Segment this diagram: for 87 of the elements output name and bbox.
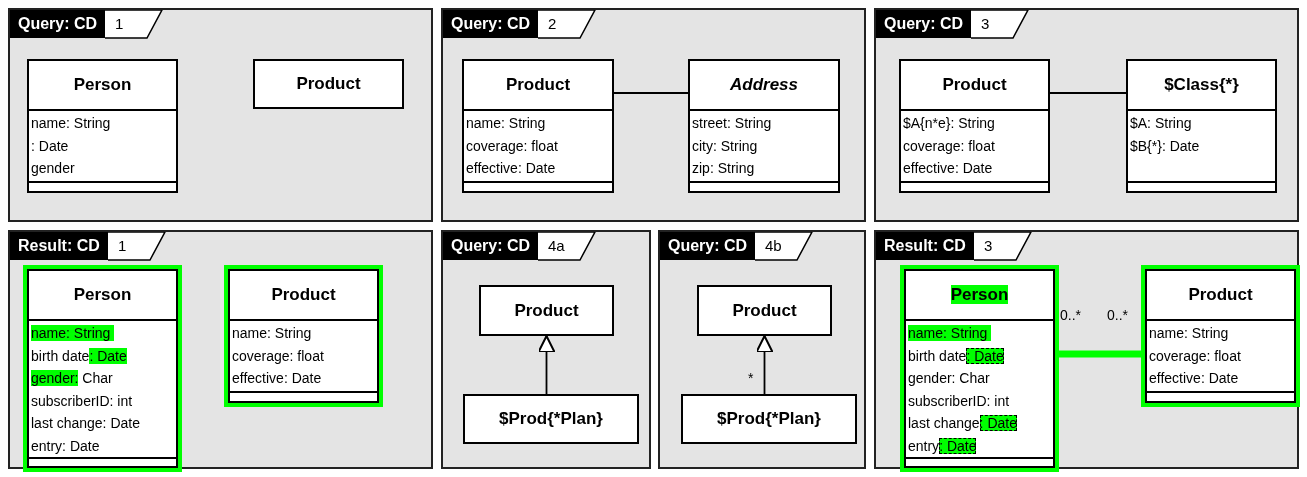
frame-label: Query: CD bbox=[10, 10, 106, 38]
class-name: $Prod{*Plan} bbox=[499, 409, 603, 429]
attribute-text: birth date: Date bbox=[908, 346, 1004, 366]
attribute-text: name: String bbox=[31, 114, 111, 133]
attribute-text: effective: Date bbox=[232, 369, 322, 388]
attribute-text: last change: Date bbox=[31, 414, 140, 433]
class-box bbox=[479, 285, 614, 336]
class-name: Product bbox=[732, 300, 797, 321]
attribute-text: birth date: Date bbox=[31, 346, 127, 366]
attribute-text: entry: Date bbox=[908, 436, 977, 456]
frame-label: Result: CD bbox=[876, 232, 974, 260]
frame-panel bbox=[8, 8, 433, 222]
attribute-text: : Date bbox=[31, 136, 69, 156]
class-box bbox=[697, 285, 832, 336]
attribute-text: coverage: float bbox=[903, 136, 995, 156]
multiplicity-label: * bbox=[748, 370, 754, 386]
frame-number: 4a bbox=[548, 236, 565, 256]
class-box bbox=[899, 59, 1050, 193]
attribute-text: $A{n*e}: String bbox=[903, 114, 995, 133]
attribute-text: gender: Char bbox=[908, 369, 990, 388]
frame-label: Query: CD bbox=[443, 232, 539, 260]
frame-label: Query: CD bbox=[876, 10, 972, 38]
frame-panel bbox=[874, 230, 1299, 469]
attribute-text: gender: Char bbox=[31, 369, 113, 388]
attribute-text: street: String bbox=[692, 114, 772, 133]
attribute-text: name: String bbox=[232, 324, 312, 343]
class-box bbox=[900, 265, 1059, 472]
frame-panel bbox=[874, 8, 1299, 222]
frame-number: 4b bbox=[765, 236, 782, 256]
class-box bbox=[224, 265, 383, 407]
association-line bbox=[1059, 350, 1141, 358]
class-name: Product bbox=[1188, 285, 1253, 305]
association-line bbox=[613, 92, 689, 94]
class-name: Person bbox=[950, 285, 1009, 305]
class-box bbox=[1141, 265, 1300, 407]
class-box bbox=[253, 59, 404, 109]
attribute-text: last change: Date bbox=[908, 414, 1017, 433]
multiplicity-label: 0..* bbox=[1107, 307, 1128, 323]
attribute-text: coverage: float bbox=[232, 346, 324, 366]
frame-label: Result: CD bbox=[10, 232, 108, 260]
class-box bbox=[681, 394, 857, 444]
multiplicity-label: 0..* bbox=[1060, 307, 1081, 323]
frame-label: Query: CD bbox=[443, 10, 539, 38]
attribute-text: name: String bbox=[466, 114, 546, 133]
frame-number: 3 bbox=[984, 236, 993, 256]
class-name: $Prod{*Plan} bbox=[717, 409, 821, 429]
class-box bbox=[23, 265, 182, 472]
class-name: Address bbox=[730, 75, 798, 95]
class-name: Person bbox=[73, 75, 132, 95]
attribute-text: effective: Date bbox=[466, 159, 556, 178]
class-name: Person bbox=[73, 285, 132, 305]
class-box bbox=[1126, 59, 1277, 193]
attribute-text: name: String bbox=[1149, 324, 1229, 343]
class-name: Product bbox=[942, 75, 1007, 95]
class-name: Product bbox=[296, 74, 361, 94]
frame-label: Query: CD bbox=[660, 232, 756, 260]
attribute-text: gender bbox=[31, 159, 75, 178]
attribute-text: entry: Date bbox=[31, 436, 100, 456]
attribute-text: subscriberID: int bbox=[31, 391, 133, 411]
generalization-arrow bbox=[755, 335, 774, 395]
frame-number: 3 bbox=[981, 14, 990, 34]
class-box bbox=[27, 59, 178, 193]
class-name: $Class{*} bbox=[1164, 75, 1239, 95]
attribute-text: $A: String bbox=[1130, 114, 1192, 133]
class-box bbox=[688, 59, 840, 193]
attribute-text: effective: Date bbox=[903, 159, 993, 178]
attribute-text: $B{*}: Date bbox=[1130, 136, 1200, 156]
attribute-text: effective: Date bbox=[1149, 369, 1239, 388]
frame-number: 2 bbox=[548, 14, 557, 34]
frame-number: 1 bbox=[115, 14, 124, 34]
class-box bbox=[462, 59, 614, 193]
frame-panel bbox=[441, 8, 866, 222]
association-line bbox=[1049, 92, 1127, 94]
class-box bbox=[463, 394, 639, 444]
class-name: Product bbox=[514, 300, 579, 321]
attribute-text: coverage: float bbox=[466, 136, 558, 156]
attribute-text: subscriberID: int bbox=[908, 391, 1010, 411]
frame-panel bbox=[658, 230, 866, 469]
frame-panel bbox=[441, 230, 651, 469]
frame-number: 1 bbox=[118, 236, 127, 256]
attribute-text: city: String bbox=[692, 136, 758, 156]
class-name: Product bbox=[271, 285, 336, 305]
frame-panel bbox=[8, 230, 433, 469]
generalization-arrow bbox=[537, 335, 556, 395]
attribute-text: zip: String bbox=[692, 159, 755, 178]
attribute-text: coverage: float bbox=[1149, 346, 1241, 366]
class-name: Product bbox=[505, 75, 571, 95]
